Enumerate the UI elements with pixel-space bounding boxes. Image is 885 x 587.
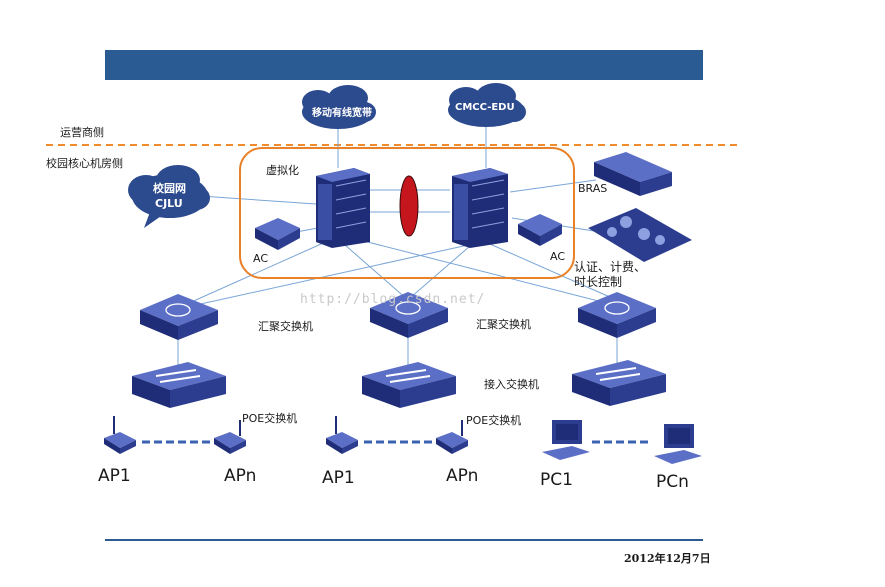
- aggregation-switch-3: [578, 292, 656, 338]
- cloud-label-campus-net-1: 校园网: [153, 182, 186, 195]
- virtualization-link-icon: [399, 175, 419, 237]
- cloud-cmcc-edu: [448, 83, 526, 127]
- aggregation-switch-2: [370, 292, 448, 338]
- aggregation-switch-1: [140, 294, 218, 340]
- header-bar: [105, 50, 703, 80]
- endpoint-label-apn-b: APn: [446, 466, 479, 486]
- endpoint-label-apn-a: APn: [224, 466, 257, 486]
- aggregation-label-1: 汇聚交换机: [258, 320, 313, 333]
- access-switch-3: [572, 360, 666, 406]
- core-switch-left: [316, 168, 370, 248]
- cloud-label-cmcc-edu: CMCC-EDU: [455, 102, 515, 113]
- auth-label-1: 认证、计费、: [574, 260, 647, 274]
- core-switch-right: [452, 168, 508, 248]
- ac-left-label: AC: [253, 252, 269, 265]
- pc-icon: [542, 420, 590, 460]
- virtualization-box: [239, 147, 575, 279]
- virtualization-label: 虚拟化: [266, 164, 299, 177]
- access-point-icon: [214, 420, 246, 454]
- access-switch-1: [132, 362, 226, 408]
- auth-server-icon: [588, 208, 692, 262]
- access-point-icon: [326, 416, 358, 454]
- cloud-label-campus-net-2: CJLU: [155, 197, 183, 210]
- poe-label-2: POE交换机: [466, 414, 522, 427]
- network-links: [177, 120, 618, 370]
- watermark: http://blog.csdn.net/: [300, 292, 486, 307]
- access-point-icon: [104, 416, 136, 454]
- aggregation-label-2: 汇聚交换机: [476, 318, 531, 331]
- pc-icon: [654, 424, 702, 464]
- endpoint-label-pc1: PC1: [540, 470, 573, 490]
- zone-label-operator: 运营商侧: [60, 126, 104, 139]
- endpoint-label-pcn: PCn: [656, 472, 689, 492]
- ac-left-icon: [255, 218, 300, 250]
- ac-right-label: AC: [550, 250, 566, 263]
- zone-label-campus-core: 校园核心机房侧: [46, 157, 123, 170]
- bras-icon: [594, 152, 672, 196]
- bras-label: BRAS: [578, 182, 608, 195]
- footer-date: 2012年12月7日: [624, 552, 711, 565]
- endpoint-label-ap1-a: AP1: [98, 466, 131, 486]
- poe-label-1: POE交换机: [242, 412, 298, 425]
- endpoint-label-ap1-b: AP1: [322, 468, 355, 488]
- cloud-mobile-broadband: [302, 85, 376, 129]
- cloud-campus-net: [128, 165, 210, 228]
- access-point-icon: [436, 420, 468, 454]
- auth-label-2: 时长控制: [574, 275, 623, 289]
- access-switch-2: [362, 362, 456, 408]
- cloud-label-mobile-broadband: 移动有线宽带: [312, 108, 372, 119]
- ac-right-icon: [518, 214, 562, 246]
- access-label: 接入交换机: [484, 378, 539, 391]
